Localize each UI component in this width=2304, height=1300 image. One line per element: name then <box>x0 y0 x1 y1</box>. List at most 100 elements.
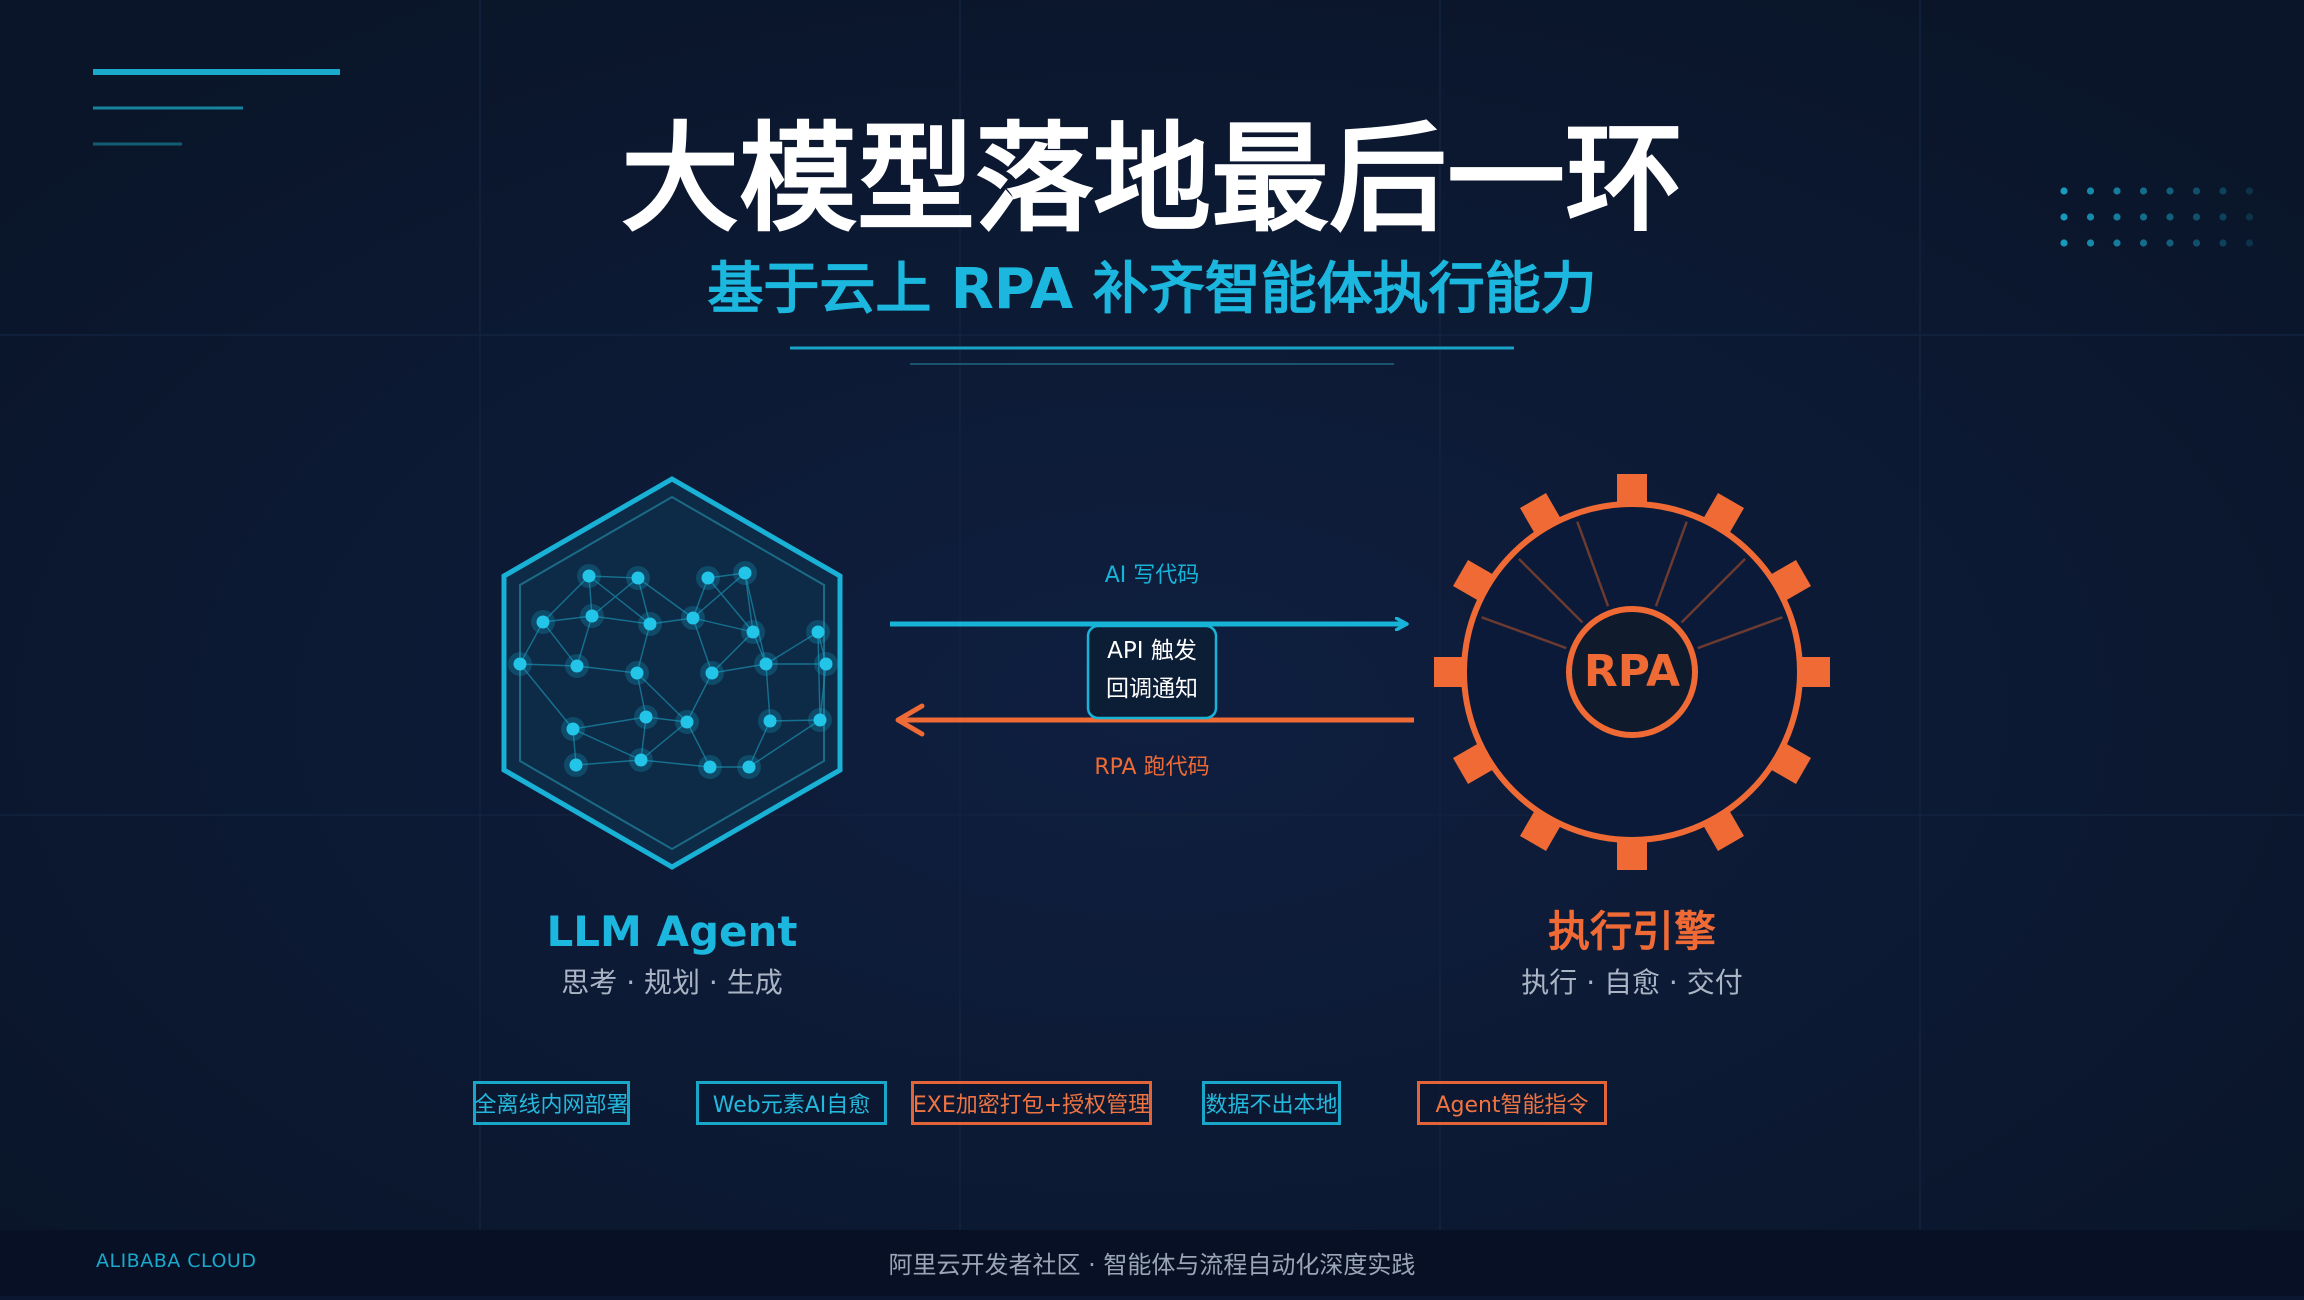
footer-tagline: 阿里云开发者社区 · 智能体与流程自动化深度实践 <box>888 1251 1416 1279</box>
arrow-top-label: AI 写代码 <box>1105 563 1200 588</box>
feature-tag-web-ai-self-heal: Web元素AI自愈 <box>696 1081 887 1125</box>
network-edge <box>637 577 694 619</box>
network-edge <box>640 721 688 761</box>
network-node <box>630 666 644 680</box>
decor-dot <box>2139 187 2148 195</box>
network-edge <box>640 759 711 768</box>
network-node <box>703 760 717 774</box>
network-edge <box>636 672 688 723</box>
decor-dot <box>2060 213 2068 221</box>
decor-dot <box>2086 187 2095 195</box>
network-node <box>566 722 580 736</box>
network-edge <box>575 759 642 766</box>
corner-accent-lines <box>93 69 340 146</box>
feature-tag-offline-deploy: 全离线内网部署 <box>473 1081 630 1125</box>
footer-bar <box>0 1230 2304 1296</box>
network-node <box>746 625 760 639</box>
llm-agent-title: LLM Agent <box>547 907 798 956</box>
network-node <box>631 571 645 585</box>
network-node <box>763 714 777 728</box>
network-edge <box>542 615 593 623</box>
decor-dot <box>2060 239 2068 247</box>
decor-dot <box>2192 187 2201 195</box>
network-edge <box>588 575 639 579</box>
network-edge <box>649 617 694 625</box>
dot-grid-decoration <box>2060 187 2254 247</box>
decor-dot <box>2245 239 2254 247</box>
page-subtitle: 基于云上 RPA 补齐智能体执行能力 <box>707 257 1596 322</box>
rpa-gear-icon: RPA <box>1434 474 1830 870</box>
network-edge <box>572 728 642 761</box>
network-edge <box>711 631 754 674</box>
decor-dot <box>2192 239 2201 247</box>
network-edge <box>769 719 821 722</box>
decor-dot <box>2192 213 2201 221</box>
network-edge <box>588 575 651 625</box>
decor-dot <box>2245 213 2254 221</box>
api-box-line1: API 触发 <box>1107 638 1197 664</box>
network-node <box>643 617 657 631</box>
decor-dot <box>2245 187 2254 195</box>
network-edge <box>519 663 578 667</box>
network-node <box>811 625 825 639</box>
decor-dot <box>2166 213 2174 221</box>
network-edge <box>711 663 767 674</box>
network-edge <box>519 621 544 665</box>
network-edge <box>542 621 578 667</box>
arrow-bottom-label: RPA 跑代码 <box>1094 755 1209 780</box>
network-node <box>705 666 719 680</box>
network-node <box>639 710 653 724</box>
feature-tag-agent-command: Agent智能指令 <box>1417 1081 1607 1125</box>
network-edge <box>591 615 651 625</box>
gear-spoke <box>1517 557 1584 624</box>
network-edge <box>744 572 767 665</box>
decor-dot <box>2166 239 2174 247</box>
network-edge <box>744 572 754 633</box>
network-edge <box>576 615 593 667</box>
network-edge <box>692 572 746 619</box>
network-node <box>701 571 715 585</box>
decor-dot <box>2113 213 2121 221</box>
decor-dot <box>2086 213 2095 221</box>
gear-spoke <box>1680 557 1747 624</box>
network-edge <box>748 720 771 768</box>
network-edge <box>748 719 821 768</box>
decor-dot <box>2219 187 2227 195</box>
network-edge <box>591 577 639 617</box>
network-edge <box>645 716 688 723</box>
network-node <box>582 569 596 583</box>
network-node <box>569 758 583 772</box>
network-edge <box>636 672 647 718</box>
network-node <box>813 713 827 727</box>
arrow-rpa-to-ai-head <box>895 703 925 737</box>
network-edge <box>542 575 590 623</box>
execution-engine-caption: 执行 · 自愈 · 交付 <box>1521 966 1742 999</box>
network-node <box>742 760 756 774</box>
footer-brand: ALIBABA CLOUD <box>96 1250 257 1272</box>
network-edge <box>636 623 651 674</box>
network-edge <box>692 617 713 674</box>
network-edge <box>765 663 771 722</box>
network-edge <box>707 577 754 633</box>
network-edge <box>637 577 651 625</box>
decor-dot <box>2166 187 2174 195</box>
gear-spoke <box>1697 616 1783 650</box>
network-edge <box>765 631 819 665</box>
decor-dot <box>2139 213 2148 221</box>
decor-dot <box>2113 187 2121 195</box>
network-edge <box>686 721 711 768</box>
network-edge <box>686 672 713 723</box>
llm-agent-hexagon-icon <box>501 476 843 870</box>
network-node <box>738 566 752 580</box>
api-callback-box <box>1086 624 1218 720</box>
network-edge <box>519 663 574 730</box>
page-title: 大模型落地最后一环 <box>621 110 1683 248</box>
gear-spoke <box>1481 616 1567 650</box>
network-edge <box>692 577 709 619</box>
rpa-core-label: RPA <box>1584 646 1680 697</box>
network-node <box>570 659 584 673</box>
decor-dot <box>2219 213 2227 221</box>
decor-dot <box>2139 239 2148 247</box>
execution-engine-title: 执行引擎 <box>1548 907 1716 956</box>
